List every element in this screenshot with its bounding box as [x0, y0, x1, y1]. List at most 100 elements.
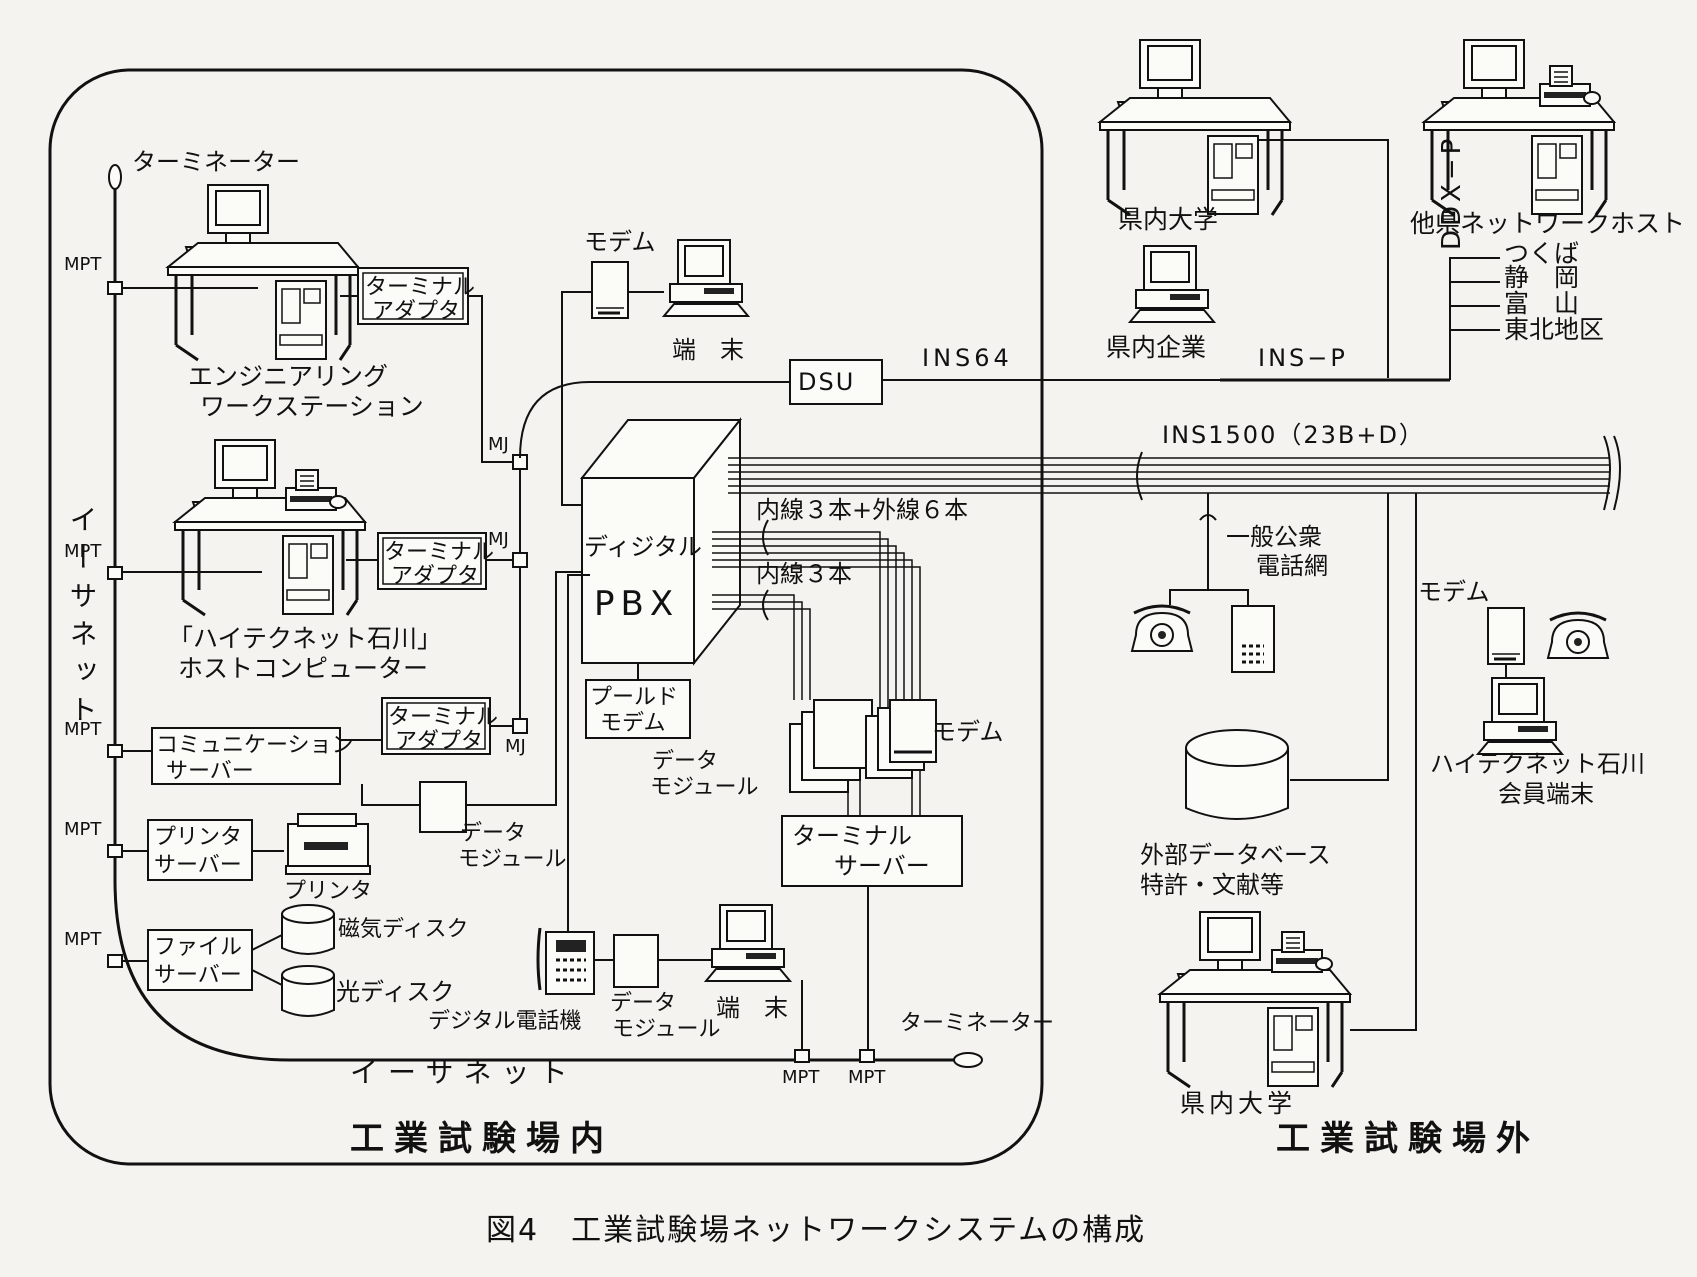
lines-a-label: 内線３本+外線６本: [756, 496, 968, 524]
modem-stack-label: モデム: [932, 718, 1004, 746]
company-label: 県内企業: [1106, 333, 1206, 362]
ddx-p-label: DDX−P: [1437, 135, 1467, 250]
terminator-bottom-label: ターミネーター: [900, 1011, 1054, 1036]
external-db-line1: 外部データベース: [1140, 841, 1331, 869]
member-terminal-line2: 会員端末: [1498, 780, 1594, 808]
ins-p-label: INS−P: [1258, 344, 1348, 372]
member-terminal-icon: [1477, 677, 1563, 755]
comm-server-line1: コミュニケーション: [156, 733, 354, 758]
comm-server-line2: サーバー: [166, 759, 254, 784]
mpt-label-7: MPT: [848, 1067, 886, 1088]
public-net-line2: 電話網: [1256, 552, 1328, 580]
public-handset-icon: [1231, 605, 1275, 673]
modem-stack: [865, 699, 937, 779]
terminal-server-line2: サーバー: [834, 852, 930, 880]
terminal-adapter-3-line1: ターミナル: [388, 705, 498, 730]
other-host-label: 他県ネットワークホスト: [1410, 209, 1685, 238]
terminal-bottom-icon[interactable]: [705, 904, 791, 982]
other-site-2: 静 岡: [1504, 263, 1579, 292]
data-module-stack-line1: データ: [652, 749, 718, 774]
printer-server-line1: プリンタ: [154, 825, 242, 850]
workstation-icon: [166, 183, 360, 362]
dsu-box[interactable]: [789, 359, 883, 405]
host-computer-icon: [173, 438, 367, 617]
terminator-top-label: ターミネーター: [132, 148, 300, 176]
other-site-3: 富 山: [1504, 289, 1579, 318]
external-db-icon: [1185, 729, 1289, 820]
company-pc-icon: [1129, 245, 1215, 323]
terminal-top-icon[interactable]: [663, 239, 749, 317]
host-printer-icon: [285, 469, 347, 511]
modem-outside-icon: [1486, 606, 1526, 666]
data-module-1-line2: モジュール: [458, 847, 566, 872]
dsu-label: DSU: [798, 368, 855, 396]
external-db-line2: 特許・文献等: [1140, 871, 1284, 899]
printer-icon: [285, 813, 371, 875]
mj-jack-3: [512, 718, 528, 734]
terminal-top-label: 端 末: [672, 336, 744, 364]
host-label-2: ホストコンピューター: [178, 654, 428, 683]
member-phone-icon: [1546, 611, 1610, 660]
terminal-adapter-2-line2: アダプタ: [391, 564, 479, 589]
ethernet-vertical-label: イーサネット: [66, 505, 99, 733]
pbx-label-2: PBX: [594, 584, 679, 624]
university-bottom-label: 県内大学: [1180, 1089, 1296, 1118]
data-module-2-line1: データ: [610, 991, 676, 1016]
terminal-adapter-3-line2: アダプタ: [395, 729, 483, 754]
pooled-modem-line1: プールド: [590, 685, 678, 710]
mpt-label-5: MPT: [64, 929, 102, 950]
terminal-server-box[interactable]: [781, 815, 963, 887]
terminal-adapter-3: [381, 697, 491, 755]
workstation-label-1: エンジニアリング: [188, 362, 388, 391]
other-host-fax-icon: [1539, 65, 1601, 107]
mpt-label-4: MPT: [64, 819, 102, 840]
mpt-label-3: MPT: [64, 719, 102, 740]
figure-caption: 図4 工業試験場ネットワークシステムの構成: [486, 1213, 1146, 1248]
file-server-line2: サーバー: [154, 963, 242, 988]
optical-disk-icon: [281, 965, 335, 1017]
data-module-2-line2: モジュール: [612, 1017, 720, 1042]
ins1500-label: INS1500（23B+D）: [1162, 421, 1425, 449]
mpt-label-2: MPT: [64, 541, 102, 562]
mj-jack-2: [512, 552, 528, 568]
printer-server-line2: サーバー: [154, 853, 242, 878]
university-bottom-fax-icon: [1271, 931, 1333, 973]
modem-outside-label: モデム: [1418, 578, 1490, 606]
inside-title: 工業試験場内: [350, 1119, 614, 1159]
host-label-1: 「ハイテクネット石川」: [168, 624, 442, 653]
data-module-stack: [789, 699, 873, 793]
outside-title: 工業試験場外: [1276, 1119, 1540, 1159]
public-net-line1: 一般公衆: [1226, 523, 1322, 551]
university-top-label: 県内大学: [1118, 205, 1218, 234]
mj-label-1: MJ: [488, 434, 509, 455]
modem-label-top: モデム: [584, 228, 656, 256]
optical-disk-label: 光ディスク: [336, 978, 454, 1006]
printer-server-box[interactable]: [147, 819, 253, 881]
file-server-box[interactable]: [147, 929, 253, 991]
pooled-modem-line2: モデム: [600, 711, 666, 736]
data-module-2: [613, 934, 659, 988]
mpt-label-1: MPT: [64, 254, 102, 275]
terminator-top-symbol: [108, 164, 122, 190]
member-terminal-line1: ハイテクネット石川: [1430, 750, 1645, 778]
terminal-server-line1: ターミナル: [792, 822, 912, 850]
mj-label-3: MJ: [505, 736, 526, 757]
inside-area-frame: [48, 68, 1044, 1166]
file-server-line1: ファイル: [154, 935, 242, 960]
digital-phone-icon[interactable]: [536, 927, 595, 995]
magnetic-disk-icon: [281, 904, 335, 955]
data-module-1-line1: データ: [460, 821, 526, 846]
ins64-label: INS64: [922, 344, 1013, 372]
lines-b-label: 内線３本: [756, 560, 852, 588]
university-top-icon: [1098, 38, 1292, 217]
data-module-stack-line2: モジュール: [650, 775, 758, 800]
mpt-label-6: MPT: [782, 1067, 820, 1088]
terminator-bottom-symbol: [953, 1052, 983, 1068]
ins1500-bundle: [728, 435, 1621, 511]
modem-top-icon[interactable]: [590, 260, 630, 320]
other-site-4: 東北地区: [1504, 315, 1604, 344]
mj-label-2: MJ: [488, 529, 509, 550]
comm-server-box[interactable]: [151, 727, 341, 785]
terminal-adapter-1-line2: アダプタ: [372, 299, 460, 324]
terminal-adapter-2-line1: ターミナル: [384, 540, 494, 565]
